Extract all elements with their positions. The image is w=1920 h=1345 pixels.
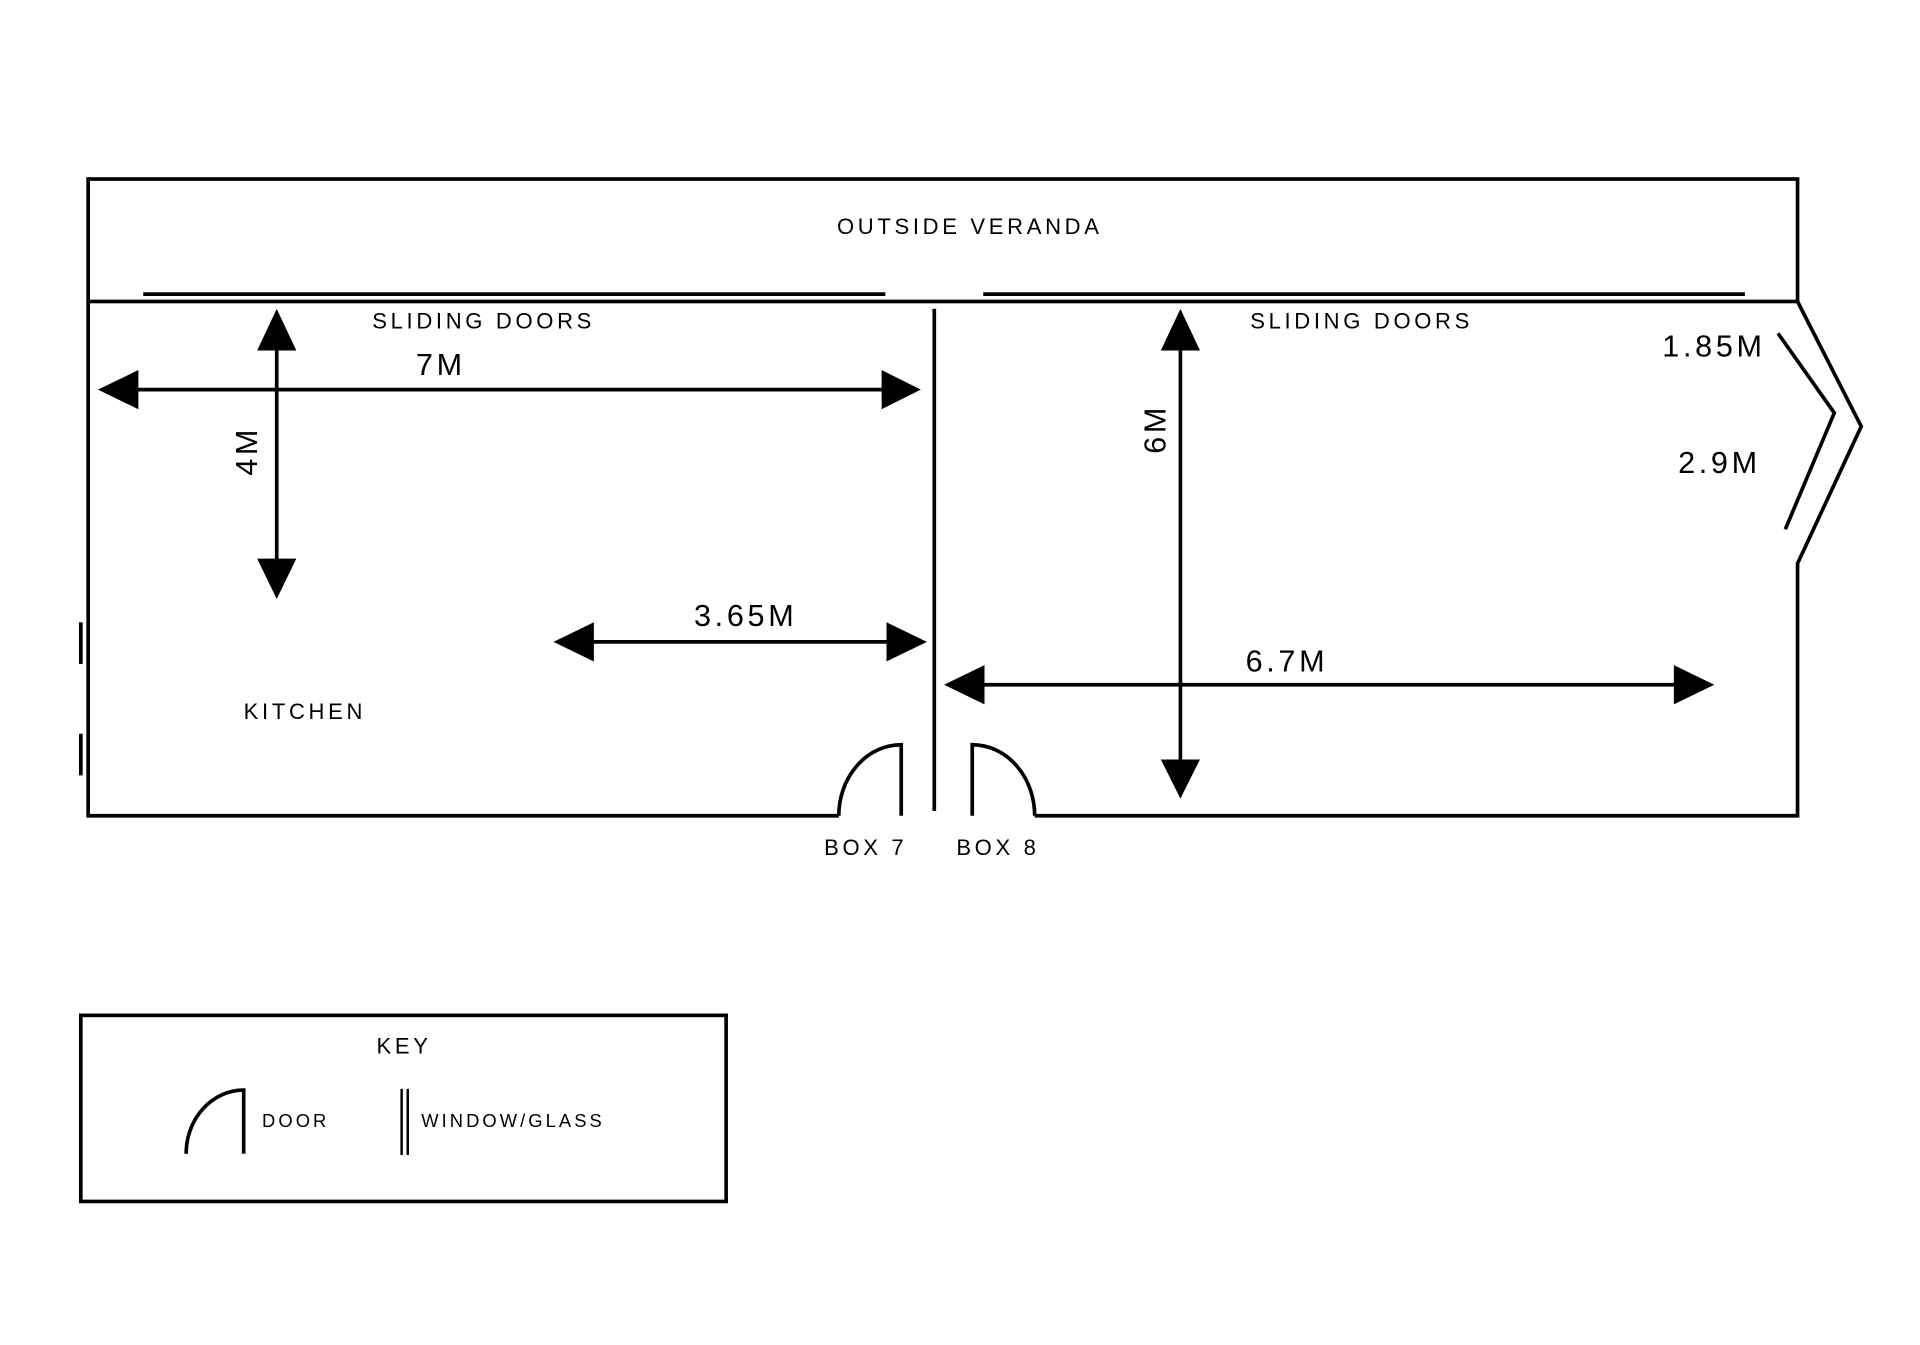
door-box-8 xyxy=(970,742,1037,816)
door-symbol-icon xyxy=(184,1088,246,1154)
dimension-2-9m: 2.9M xyxy=(1678,446,1761,480)
dimension-arrow-4m xyxy=(257,308,297,600)
key-window-label: WINDOW/GLASS xyxy=(421,1110,605,1131)
veranda-area xyxy=(86,177,1800,304)
kitchen-label: KITCHEN xyxy=(244,699,366,724)
box-8-label: BOX 8 xyxy=(956,835,1039,860)
key-door-label: DOOR xyxy=(262,1110,329,1131)
bay-window xyxy=(1776,332,1837,530)
wall-right xyxy=(1034,300,1864,818)
sliding-doors-left-label: SLIDING DOORS xyxy=(372,308,595,333)
legend-key: KEY DOOR WINDOW/GLASS xyxy=(78,1013,728,1204)
door-box-7 xyxy=(836,742,904,816)
dimension-6-7m: 6.7M xyxy=(1246,644,1329,678)
window-symbol-icon xyxy=(400,1088,409,1155)
dimension-6m: 6M xyxy=(1139,404,1173,454)
sliding-doors-right-label: SLIDING DOORS xyxy=(1250,308,1473,333)
dimension-1-85m: 1.85M xyxy=(1662,330,1765,364)
wall-left-bottom xyxy=(86,301,839,818)
dimension-arrow-3-65m xyxy=(553,622,927,662)
dimension-4m: 4M xyxy=(230,426,264,476)
dimension-arrow-6-7m xyxy=(944,665,1715,705)
box-7-label: BOX 7 xyxy=(824,835,907,860)
dimension-arrow-6m xyxy=(1160,308,1200,799)
dimension-7m: 7M xyxy=(416,348,466,382)
dimension-3-65m: 3.65M xyxy=(694,599,797,633)
key-title: KEY xyxy=(377,1033,432,1058)
dimension-arrow-7m xyxy=(97,370,921,410)
veranda-label: OUTSIDE VERANDA xyxy=(837,214,1103,239)
